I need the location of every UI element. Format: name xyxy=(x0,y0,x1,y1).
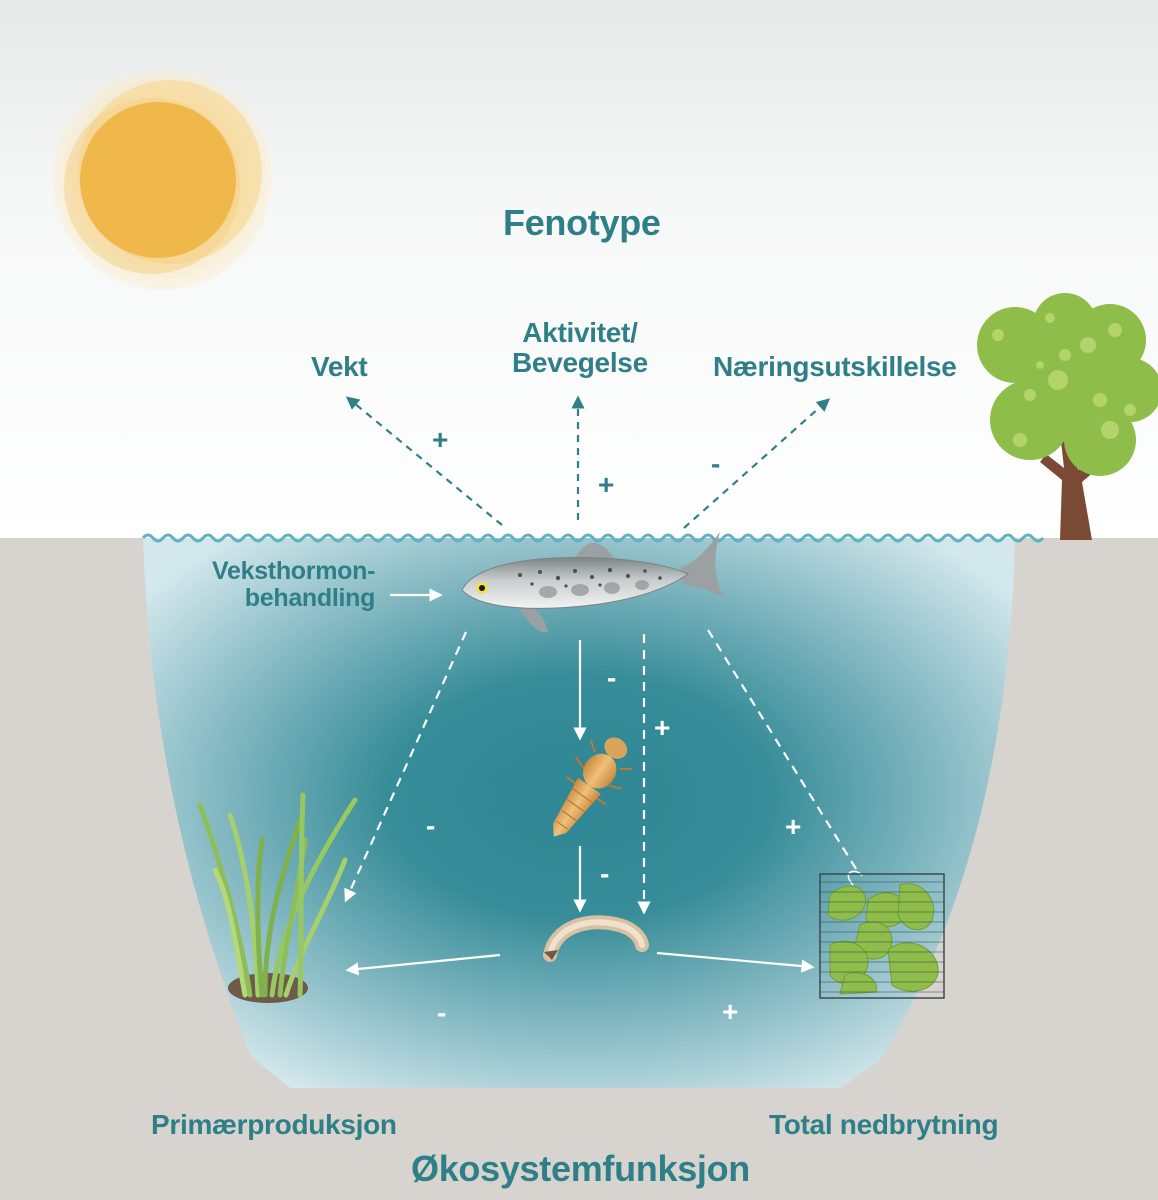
label-treatment: Veksthormon- behandling xyxy=(212,558,375,612)
label-ecosystem-function: Økosystemfunksjon xyxy=(411,1148,750,1189)
label-treatment-line2: behandling xyxy=(244,584,376,612)
fish-icon xyxy=(461,532,724,633)
sign-weight: + xyxy=(432,424,449,455)
label-weight: Vekt xyxy=(311,351,368,382)
insect-larva-icon xyxy=(553,737,632,837)
sign-worm-to-leaves: + xyxy=(722,996,739,1027)
sign-fish-to-larva: - xyxy=(607,662,617,693)
label-activity-line1: Aktivitet/ xyxy=(522,317,638,348)
sun-icon xyxy=(52,70,272,290)
ecosystem-arrows xyxy=(344,588,859,976)
arrow-to-nutrient xyxy=(683,398,830,529)
arrow-worm-to-plant xyxy=(345,953,501,976)
phenotype-arrows xyxy=(345,395,830,529)
label-total-decomposition: Total nedbrytning xyxy=(769,1109,999,1140)
worm-larva-icon xyxy=(543,915,649,962)
arrow-fish-to-plant xyxy=(344,631,468,903)
sign-nutrient: - xyxy=(711,448,721,479)
aquatic-plant-icon xyxy=(197,792,358,1003)
sign-fish-to-worm: + xyxy=(654,712,671,743)
sign-activity: + xyxy=(598,469,615,500)
sign-fish-to-plant: - xyxy=(426,810,436,841)
label-activity-line2: Bevegelse xyxy=(512,347,648,379)
sign-worm-to-plant: - xyxy=(437,997,447,1028)
label-treatment-line1: Veksthormon- xyxy=(212,557,376,585)
sign-fish-to-leaves: + xyxy=(785,811,802,842)
tree-icon xyxy=(977,293,1158,540)
label-activity: Aktivitet/ Bevegelse xyxy=(512,317,648,379)
water-surface xyxy=(141,533,1045,543)
leaf-litter-bag-icon xyxy=(819,870,945,999)
label-primary-production: Primærproduksjon xyxy=(151,1109,397,1140)
label-nutrient: Næringsutskillelse xyxy=(713,351,957,382)
diagram-title: Fenotype xyxy=(503,202,661,243)
arrow-worm-to-leaves xyxy=(656,951,815,973)
sign-larva-to-worm: - xyxy=(600,858,610,889)
